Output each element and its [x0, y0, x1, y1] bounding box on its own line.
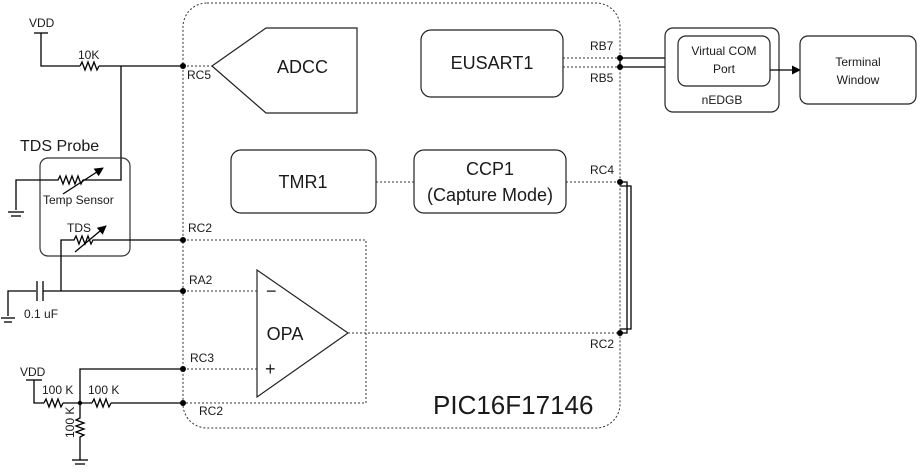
ccp1-label: CCP1 — [466, 159, 514, 179]
opa-plus-sign: + — [265, 359, 276, 379]
ccp1-mode-label: (Capture Mode) — [427, 185, 553, 205]
junction-dot — [77, 400, 83, 406]
resistor-100k-3 — [74, 403, 86, 460]
virtual-com-port-label: Port — [713, 62, 736, 76]
pin-rc3: RC3 — [190, 351, 214, 365]
rc3-feedback-wire — [79, 368, 183, 403]
vdd-top-wire — [40, 33, 80, 67]
vdd-top-label: VDD — [29, 16, 55, 30]
temp-sensor-thermistor — [15, 174, 105, 210]
vdd-bottom-wire — [33, 380, 44, 404]
resistor-100k-3-label: 100 K — [63, 407, 77, 438]
virtual-com-label: Virtual COM — [691, 44, 756, 58]
opa-minus-sign: − — [266, 281, 277, 301]
resistor-100k-1-label: 100 K — [42, 383, 73, 397]
ground-icon — [1, 317, 15, 323]
tds-sensor-resistor — [60, 234, 183, 291]
terminal-window-block — [799, 35, 917, 105]
pin-rb7: RB7 — [590, 39, 614, 53]
resistor-100k-2 — [91, 397, 112, 409]
resistor-10k-label: 10K — [78, 48, 99, 62]
opa-block — [256, 268, 350, 399]
pin-dots — [180, 55, 623, 406]
resistor-100k-1 — [43, 397, 64, 409]
pin-rc2-bottom: RC2 — [199, 404, 223, 418]
adcc-block — [211, 27, 358, 114]
nedgb-label: nEDGB — [702, 93, 743, 107]
tds-probe-label: TDS Probe — [20, 138, 99, 155]
virtual-com-port-block — [677, 35, 771, 87]
opa-label: OPA — [267, 324, 304, 344]
pin-rc2-top: RC2 — [188, 221, 212, 235]
cap-ground-wire — [7, 290, 36, 316]
tds-probe-box — [39, 157, 131, 257]
terminal-label: Terminal — [835, 55, 880, 69]
pin-rc2-right: RC2 — [590, 337, 614, 351]
ground-icon — [8, 211, 24, 217]
terminal-window-label: Window — [837, 73, 880, 87]
temp-sensor-arrow — [62, 167, 104, 195]
adcc-label: ADCC — [277, 57, 328, 77]
vdd-bottom-label: VDD — [20, 365, 46, 379]
tmr1-label: TMR1 — [279, 172, 328, 192]
temp-sensor-wire — [105, 66, 122, 181]
eusart1-block — [420, 29, 564, 98]
rc4-rc2-jumper — [620, 181, 632, 334]
opa-region — [183, 239, 367, 404]
pin-rb5: RB5 — [590, 71, 614, 85]
temp-sensor-label: Temp Sensor — [43, 193, 114, 207]
tds-label: TDS — [67, 221, 91, 235]
pin-ra2: RA2 — [189, 273, 213, 287]
chip-name: PIC16F17146 — [433, 390, 593, 420]
tds-sensor-arrow — [74, 225, 107, 253]
ground-icon — [72, 459, 88, 465]
capacitor-label: 0.1 uF — [24, 307, 58, 321]
pin-rc4: RC4 — [590, 163, 614, 177]
eusart1-label: EUSART1 — [451, 53, 534, 73]
resistor-100k-2-label: 100 K — [88, 383, 119, 397]
resistor-10k — [79, 60, 100, 72]
pin-rc5: RC5 — [187, 68, 211, 82]
